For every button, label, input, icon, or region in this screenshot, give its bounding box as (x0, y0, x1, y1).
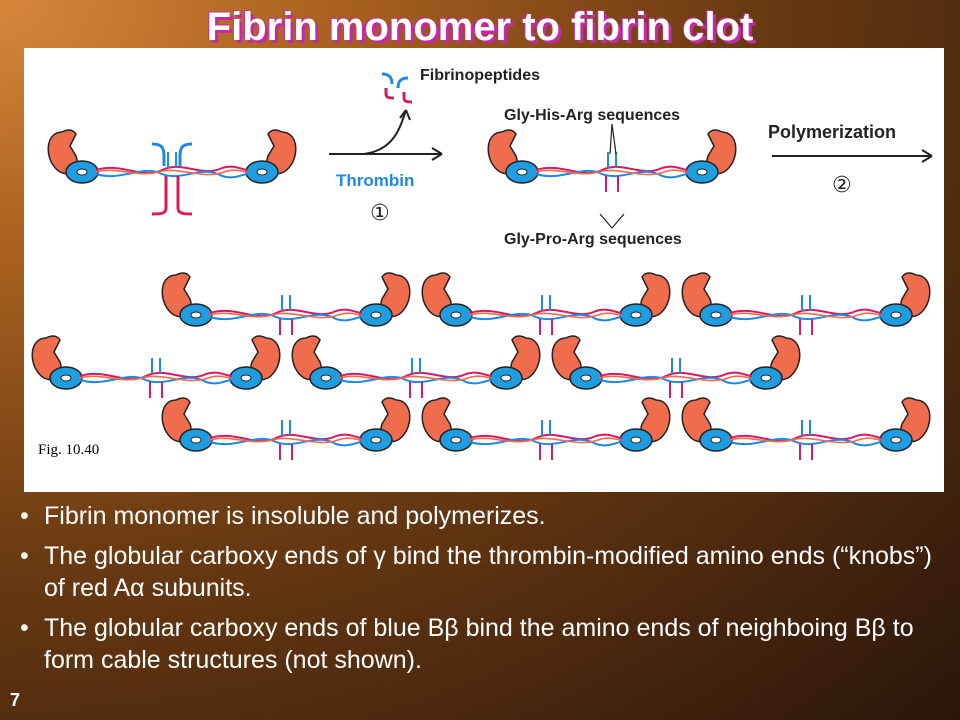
gly-his-arg-label: Gly-His-Arg sequences (504, 107, 680, 124)
gly-pro-arg-label: Gly-Pro-Arg sequences (504, 231, 682, 248)
bullet-item: The globular carboxy ends of γ bind the … (18, 540, 948, 604)
step-1-label: ① (370, 201, 390, 226)
fibrin-figure: Fibrinopeptides Thrombin ① Gly-His-Arg s… (24, 48, 944, 492)
slide-title: Fibrin monomer to fibrin clot (206, 5, 754, 49)
fibrin-polymer (31, 272, 931, 461)
bullet-list: Fibrin monomer is insoluble and polymeri… (18, 500, 948, 684)
figure-caption: Fig. 10.40 (38, 442, 100, 458)
bullet-item: The globular carboxy ends of blue Bβ bin… (18, 612, 948, 676)
step-2-label: ② (832, 173, 852, 198)
page-number: 7 (10, 690, 21, 710)
fibrin-monomer (487, 129, 737, 193)
thrombin-label: Thrombin (336, 171, 414, 190)
fibrinopeptides-label: Fibrinopeptides (420, 67, 540, 84)
fibrin-diagram-svg: Fibrinopeptides Thrombin ① Gly-His-Arg s… (31, 67, 933, 461)
bullet-item: Fibrin monomer is insoluble and polymeri… (18, 500, 948, 532)
polymerization-arrow (772, 149, 933, 163)
fibrinogen-molecule (47, 129, 297, 216)
thrombin-arrow (329, 72, 443, 161)
polymerization-label: Polymerization (768, 122, 896, 142)
